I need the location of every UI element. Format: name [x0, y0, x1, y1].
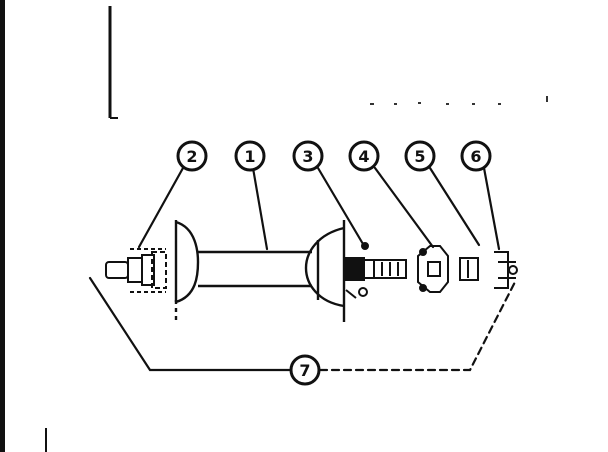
- callout-3-label: 3: [302, 147, 313, 166]
- part-lock-nut: [494, 251, 518, 289]
- callout-5: 5: [404, 140, 436, 172]
- callout-7-label: 7: [299, 361, 310, 380]
- leader-2: [137, 166, 185, 249]
- leader-5: [428, 166, 481, 247]
- leader-6: [482, 166, 501, 251]
- hub-left-flange: [174, 220, 200, 304]
- scan-specks: [370, 96, 548, 105]
- callout-4-label: 4: [358, 147, 369, 166]
- leader-lines: [88, 166, 517, 372]
- part-threaded-axle: [363, 259, 407, 279]
- leader-7-left: [88, 276, 292, 372]
- leader-4: [373, 166, 435, 249]
- callout-4: 4: [348, 140, 380, 172]
- part-cone-right: [417, 245, 449, 293]
- hub-right-flange: [304, 220, 346, 322]
- callout-1-label: 1: [244, 147, 255, 166]
- leader-1: [251, 166, 269, 251]
- part-washer: [459, 257, 479, 281]
- scan-left-edge: [0, 0, 5, 452]
- callout-5-label: 5: [414, 147, 425, 166]
- callout-2-label: 2: [186, 147, 197, 166]
- leader-3: [316, 166, 365, 246]
- callout-1: 1: [234, 140, 266, 172]
- callout-7: 7: [289, 354, 321, 386]
- part-hub-body: [174, 220, 346, 324]
- leader-7-right: [318, 280, 517, 372]
- callout-2: 2: [176, 140, 208, 172]
- hub-shell: [198, 250, 312, 288]
- callout-3: 3: [292, 140, 324, 172]
- callout-6: 6: [460, 140, 492, 172]
- part-axle-end-left: [105, 248, 167, 293]
- callout-6-label: 6: [470, 147, 481, 166]
